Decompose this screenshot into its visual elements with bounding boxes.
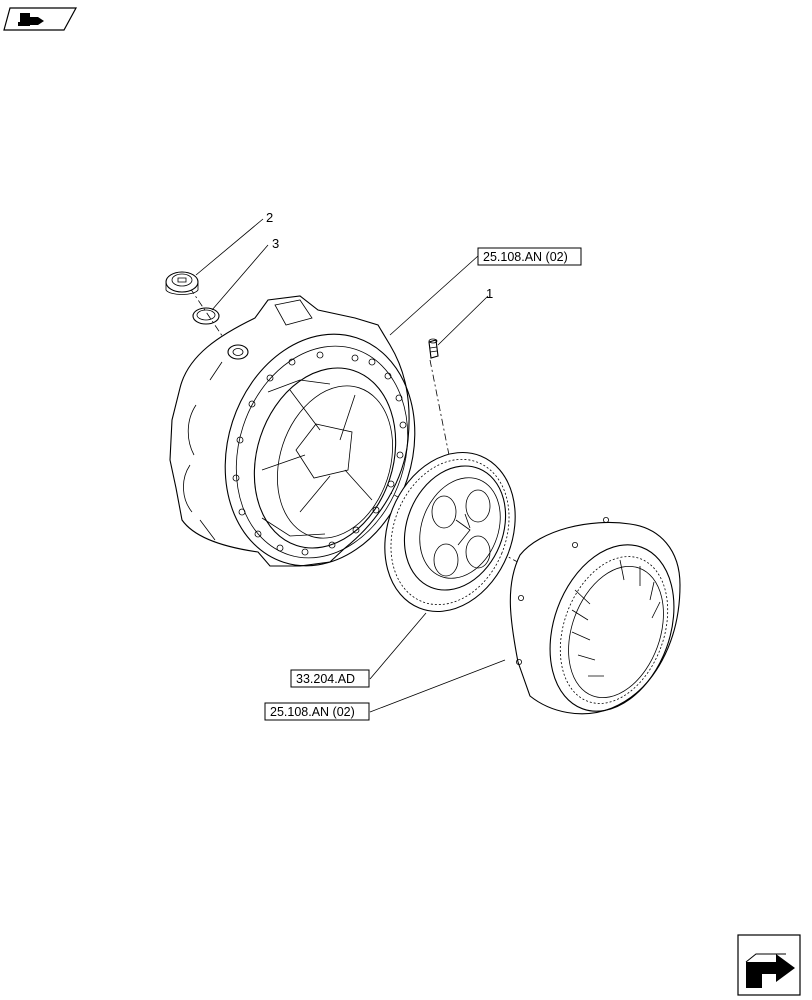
callout-item-1: 1 [486,286,493,301]
carrier-reference-label[interactable]: 33.204.AD [296,672,355,686]
ring-gear-reference-box[interactable]: 25.108.AN (02) [264,702,370,721]
callout-item-2: 2 [266,210,273,225]
leader-lines [195,218,506,713]
housing-reference-label[interactable]: 25.108.AN (02) [483,250,568,264]
planetary-housing [169,295,416,567]
ring-gear-reference-label[interactable]: 25.108.AN (02) [270,705,355,719]
carrier-reference-box[interactable]: 33.204.AD [290,669,370,688]
o-ring [192,307,220,325]
housing-reference-box[interactable]: 25.108.AN (02) [477,247,582,266]
planet-carrier-gear [384,451,516,613]
previous-page-icon[interactable] [3,7,78,31]
breather-fitting [428,338,439,359]
drain-plug [165,271,199,295]
next-page-icon[interactable] [737,934,801,996]
ring-gear [509,517,681,715]
callout-item-3: 3 [272,236,279,251]
